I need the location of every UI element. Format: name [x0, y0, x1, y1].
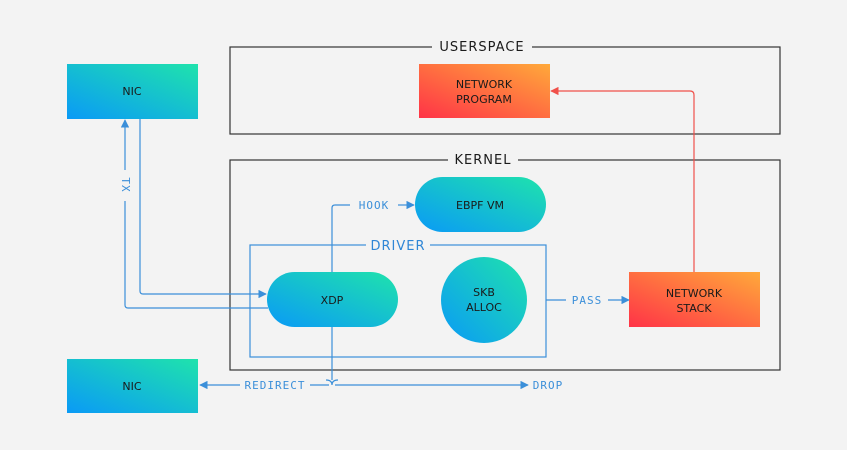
userspace-label: USERSPACE [439, 40, 524, 55]
nic-top-label: NIC [122, 85, 141, 98]
hook-label: HOOK [359, 199, 390, 212]
drop-label: DROP [533, 379, 564, 392]
blue-connectors [120, 118, 630, 390]
tx-line-lower [124, 201, 268, 309]
ebpf-vm-node: EBPF VM [415, 177, 546, 232]
nic-to-xdp-line [139, 118, 267, 299]
kernel-box: KERNEL [229, 151, 781, 371]
xdp-label: XDP [321, 294, 344, 307]
tx-label: TX [119, 177, 132, 192]
network-stack-label-line1: NETWORK [666, 287, 723, 300]
hook-line [331, 204, 350, 272]
stack-to-program-line [550, 86, 695, 272]
network-stack-label-line2: STACK [676, 302, 712, 315]
skb-alloc-node: SKB ALLOC [441, 257, 527, 343]
brace [325, 379, 339, 386]
redirect-label: REDIRECT [245, 379, 306, 392]
kernel-label: KERNEL [455, 153, 512, 168]
nic-top-node: NIC [67, 64, 198, 119]
nic-bottom-label: NIC [122, 380, 141, 393]
driver-label: DRIVER [370, 239, 425, 254]
userspace-box: USERSPACE [229, 38, 781, 135]
skb-alloc-label-line1: SKB [473, 286, 495, 299]
nic-bottom-node: NIC [67, 359, 198, 413]
network-program-label-line1: NETWORK [456, 78, 513, 91]
ebpf-vm-label: EBPF VM [456, 199, 504, 212]
driver-box: DRIVER [249, 237, 547, 358]
xdp-node: XDP [267, 272, 398, 327]
network-program-label-line2: PROGRAM [456, 93, 512, 106]
network-program-node: NETWORK PROGRAM [419, 64, 550, 118]
network-stack-node: NETWORK STACK [629, 272, 760, 327]
skb-alloc-label-line2: ALLOC [466, 301, 502, 314]
pass-label: PASS [572, 294, 603, 307]
